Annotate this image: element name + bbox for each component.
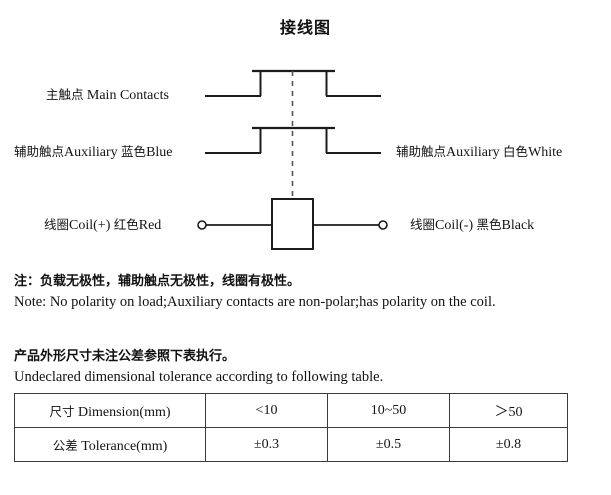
auxiliary-contact-symbol (205, 126, 381, 154)
table-row: 尺寸 Dimension(mm) <10 10~50 ＞50 (14, 393, 568, 428)
coil-negative-terminal (378, 220, 388, 230)
table-cell-tolerance-1: ±0.3 (205, 427, 328, 462)
table-cell-dimension-header: 尺寸 Dimension(mm) (14, 393, 206, 428)
tolerance-label-en: Tolerance(mm) (81, 438, 168, 454)
note-tolerance-en: Undeclared dimensional tolerance accordi… (14, 369, 384, 385)
table-cell-dimension-3: ＞50 (449, 393, 568, 428)
label-auxiliary-white-en: Auxiliary (446, 145, 500, 160)
label-auxiliary-blue-color-cn: 蓝色 (121, 144, 147, 159)
tolerance-table: 尺寸 Dimension(mm) <10 10~50 ＞50 公差 Tolera… (14, 393, 568, 462)
label-coil-positive-color-cn: 红色 (113, 217, 139, 232)
label-coil-positive-color-en: Red (138, 218, 162, 233)
label-auxiliary-blue-en: Auxiliary (64, 145, 118, 160)
tolerance-label-cn: 公差 (52, 437, 78, 453)
page-title: 接线图 (279, 18, 331, 37)
note-polarity-en: Note: No polarity on load;Auxiliary cont… (14, 294, 496, 310)
table-cell-dimension-2: 10~50 (327, 393, 450, 428)
label-main-contacts-cn: 主触点 (46, 87, 84, 102)
label-coil-negative-en: Coil(-) (435, 218, 474, 233)
label-auxiliary-white: 辅助触点Auxiliary 白色White (396, 145, 562, 160)
dimension-label-cn: 尺寸 (49, 403, 75, 419)
label-coil-negative-color-en: Black (501, 218, 535, 233)
label-auxiliary-blue: 辅助触点Auxiliary 蓝色Blue (14, 145, 173, 160)
label-main-contacts: 主触点 Main Contacts (46, 88, 169, 103)
table-row: 公差 Tolerance(mm) ±0.3 ±0.5 ±0.8 (14, 427, 568, 462)
dimension-label-en: Dimension(mm) (77, 404, 171, 420)
note-tolerance-cn: 产品外形尺寸未注公差参照下表执行。 (14, 349, 236, 364)
label-coil-negative: 线圈Coil(-) 黑色Black (410, 218, 534, 233)
label-coil-positive: 线圈Coil(+) 红色Red (44, 218, 161, 233)
table-cell-tolerance-2: ±0.5 (327, 427, 450, 462)
table-cell-tolerance-3: ±0.8 (449, 427, 568, 462)
label-coil-positive-en: Coil(+) (69, 218, 111, 233)
main-contact-symbol (205, 69, 381, 97)
label-auxiliary-white-color-cn: 白色 (503, 144, 529, 159)
label-coil-negative-color-cn: 黑色 (476, 217, 502, 232)
circuit-schematic (197, 69, 388, 250)
label-auxiliary-white-cn: 辅助触点 (396, 144, 447, 159)
coil-positive-terminal (197, 220, 207, 230)
label-coil-negative-cn: 线圈 (410, 217, 436, 232)
coil-symbol (197, 198, 388, 250)
table-cell-dimension-1: <10 (205, 393, 328, 428)
label-auxiliary-blue-color-en: Blue (146, 145, 173, 160)
table-cell-tolerance-header: 公差 Tolerance(mm) (14, 427, 206, 462)
wiring-diagram-figure: 主触点 Main Contacts 辅助触点Auxiliary 蓝色Blue 辅… (0, 55, 611, 260)
label-auxiliary-blue-cn: 辅助触点 (14, 144, 65, 159)
label-coil-positive-cn: 线圈 (44, 217, 70, 232)
label-auxiliary-white-color-en: White (528, 145, 563, 160)
note-polarity-cn: 注：负载无极性，辅助触点无极性，线圈有极性。 (14, 274, 301, 289)
label-main-contacts-en: Main Contacts (86, 88, 169, 103)
